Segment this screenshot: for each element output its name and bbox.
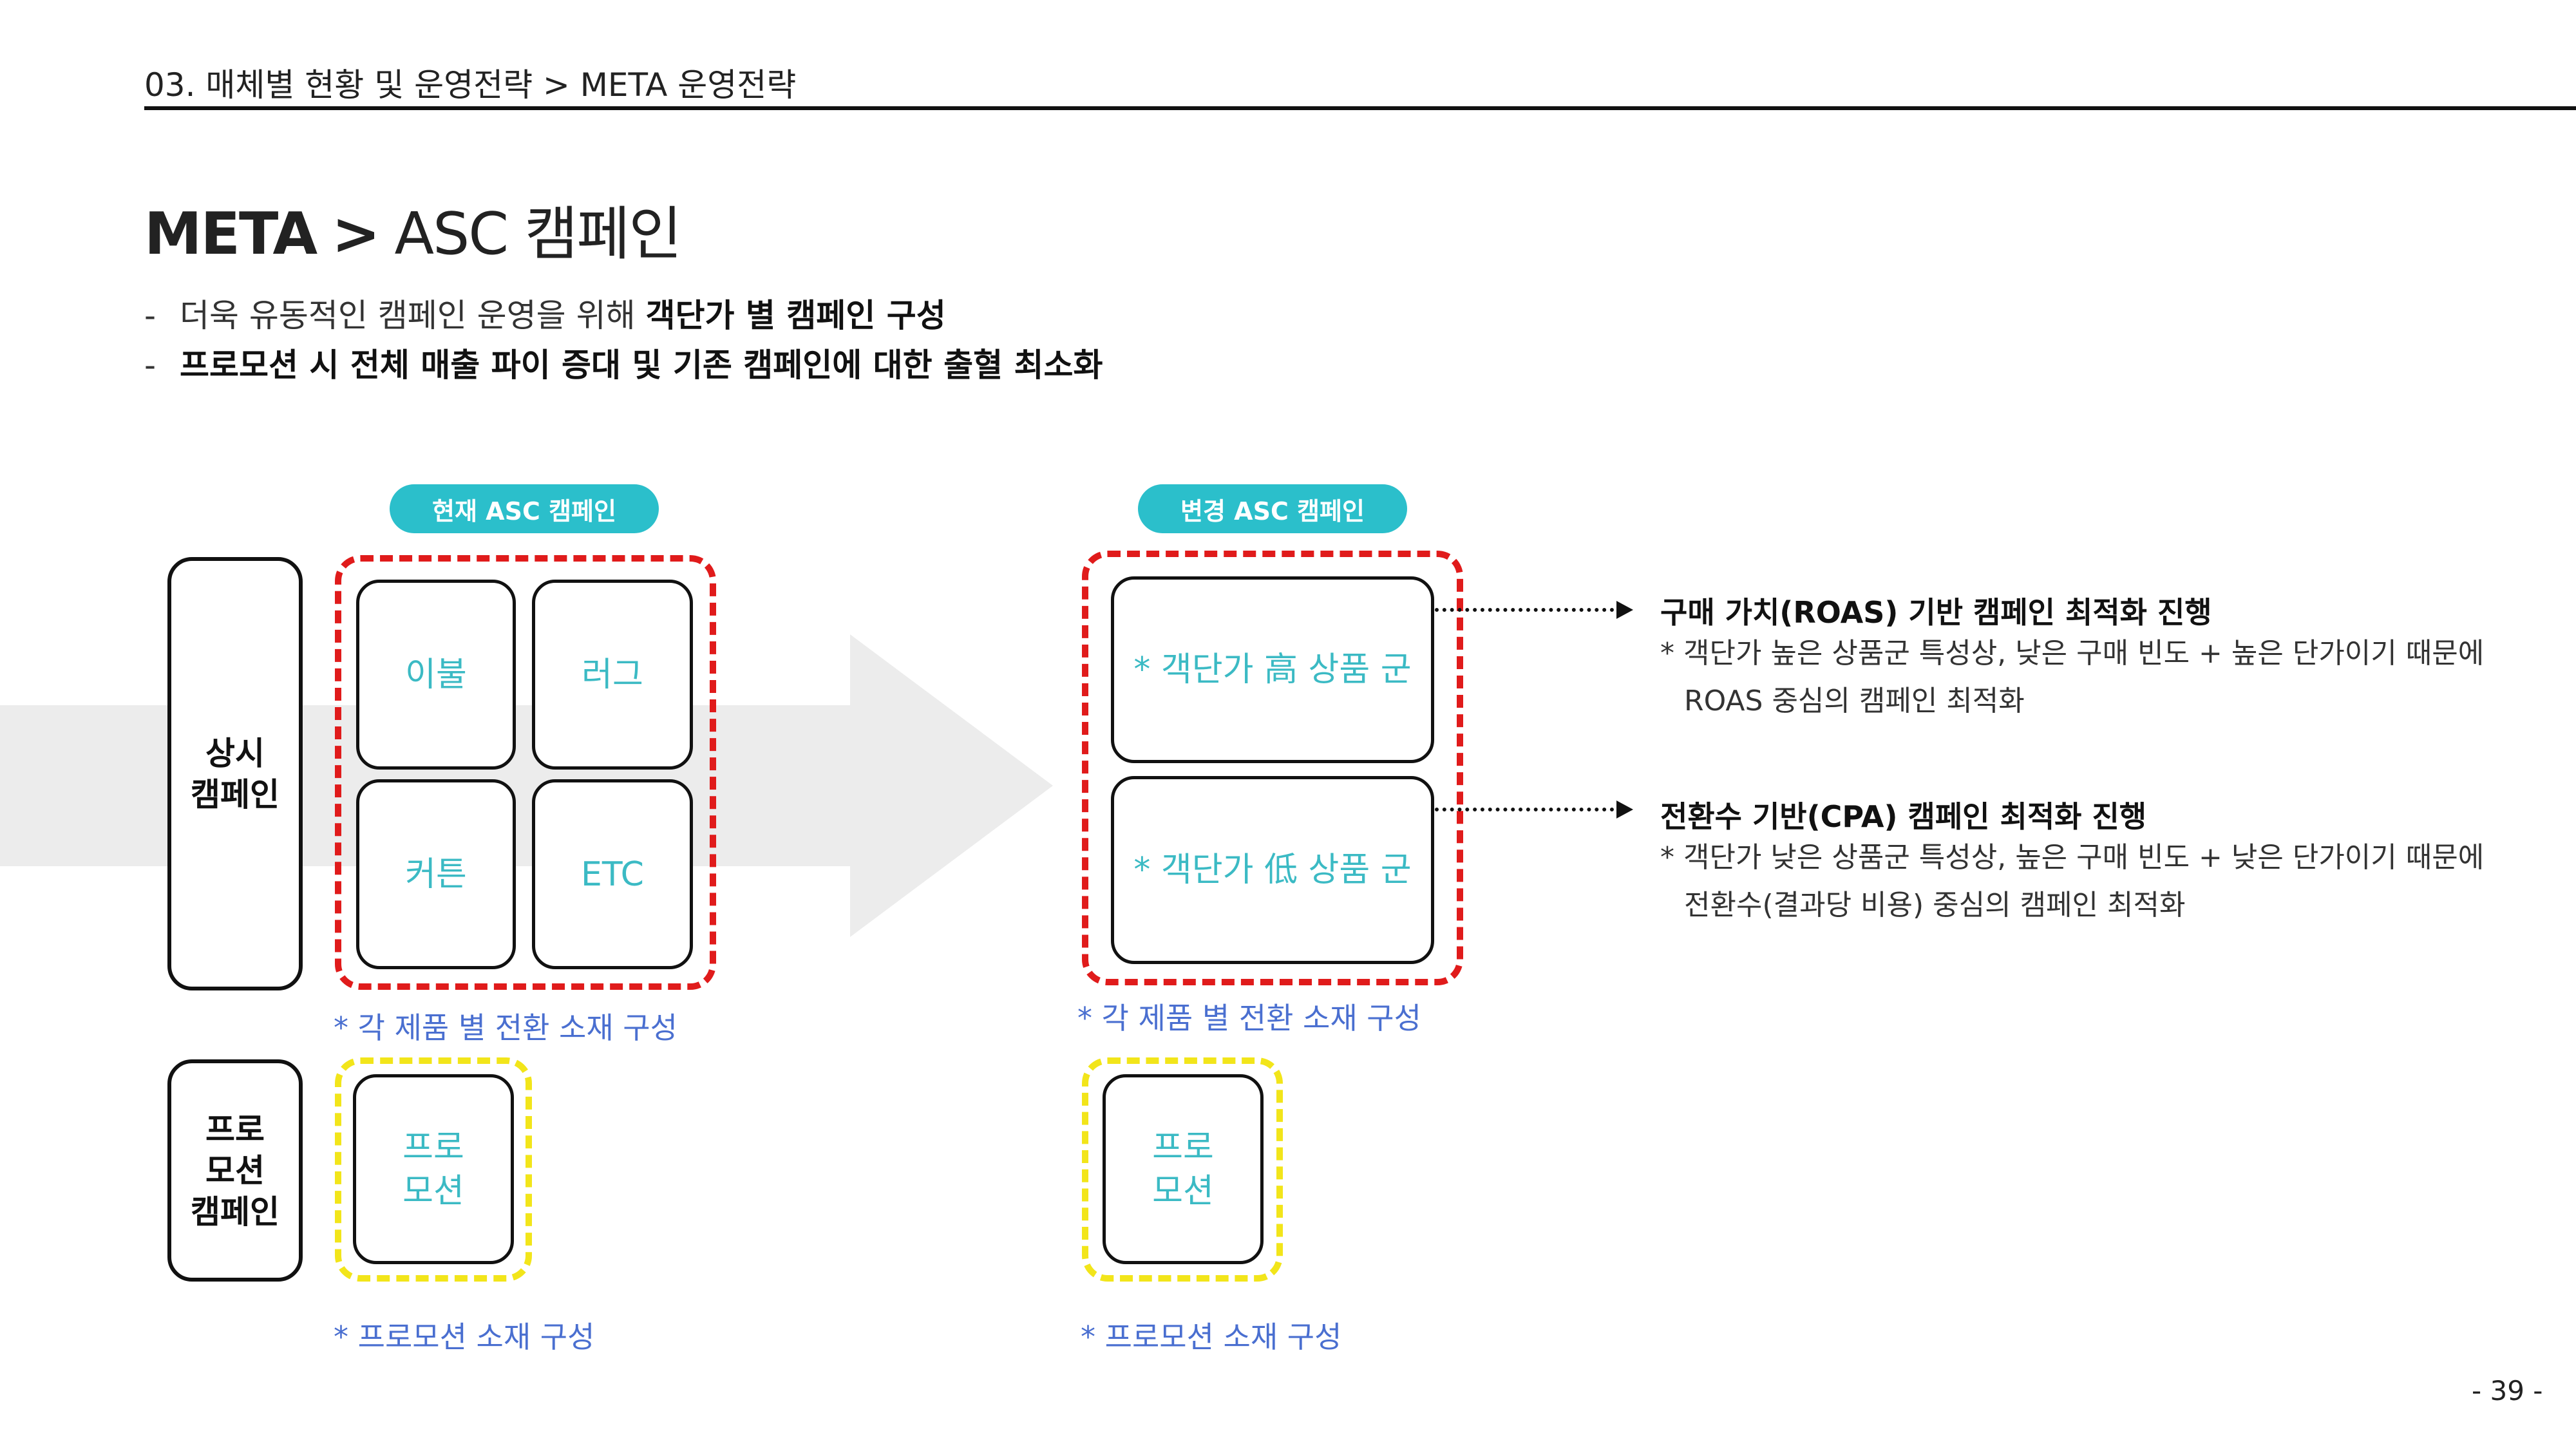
- title-separator: >: [332, 200, 380, 268]
- page-title: META>ASC 캠페인: [144, 187, 683, 270]
- row-label-promotion-campaign: 프로 모션 캠페인: [167, 1059, 303, 1282]
- changed-always-note: * 각 제품 별 전환 소재 구성: [1077, 1001, 1421, 1036]
- cpa-description-line1: * 객단가 낮은 상품군 특성상, 높은 구매 빈도 + 낮은 단가이기 때문에: [1660, 841, 2485, 874]
- current-promotion-group: [335, 1057, 532, 1282]
- current-always-note: * 각 제품 별 전환 소재 구성: [334, 1010, 677, 1045]
- arrow-right-icon: [1616, 800, 1633, 819]
- bullet-bold-text: 프로모션 시 전체 매출 파이 증대 및 기존 캠페인에 대한 출혈 최소화: [180, 346, 1103, 384]
- bullet-item-1: -더욱 유동적인 캠페인 운영을 위해 객단가 별 캠페인 구성: [144, 290, 946, 336]
- breadcrumb: 03. 매체별 현황 및 운영전략 > META 운영전략: [144, 66, 797, 104]
- title-sub: ASC 캠페인: [394, 200, 683, 268]
- header-divider: [144, 106, 2576, 110]
- connector-line-cpa: [1435, 808, 1622, 811]
- bullet-bold-text: 객단가 별 캠페인 구성: [645, 297, 946, 334]
- roas-description-line2: ROAS 중심의 캠페인 최적화: [1684, 685, 2025, 717]
- roas-description-line1: * 객단가 높은 상품군 특성상, 낮은 구매 빈도 + 높은 단가이기 때문에: [1660, 637, 2485, 670]
- cpa-description-title: 전환수 기반(CPA) 캠페인 최적화 진행: [1660, 799, 2147, 834]
- bullet-dash: -: [144, 297, 156, 334]
- current-promotion-note: * 프로모션 소재 구성: [334, 1320, 595, 1354]
- arrow-right-icon: [1616, 601, 1633, 619]
- tile-low-price-products: * 객단가 低 상품 군: [1111, 776, 1434, 964]
- tile-curtain: 커튼: [356, 779, 516, 969]
- changed-promotion-group: [1082, 1057, 1283, 1282]
- page-number: - 39 -: [2472, 1375, 2543, 1406]
- background-arrow-head: [850, 634, 1053, 937]
- tile-high-price-products: * 객단가 高 상품 군: [1111, 576, 1434, 763]
- tile-blanket: 이불: [356, 580, 516, 770]
- roas-description-title: 구매 가치(ROAS) 기반 캠페인 최적화 진행: [1660, 595, 2212, 630]
- bullet-dash: -: [144, 346, 156, 384]
- tile-rug: 러그: [532, 580, 693, 770]
- current-always-group: [335, 555, 716, 990]
- current-asc-pill: 현재 ASC 캠페인: [390, 484, 659, 533]
- row-label-always-campaign: 상시 캠페인: [167, 557, 303, 990]
- changed-always-group: [1082, 551, 1463, 985]
- changed-asc-pill: 변경 ASC 캠페인: [1138, 484, 1407, 533]
- bullet-item-2: -프로모션 시 전체 매출 파이 증대 및 기존 캠페인에 대한 출혈 최소화: [144, 339, 1103, 386]
- tile-promotion-current: 프로 모션: [353, 1074, 514, 1264]
- connector-line-roas: [1435, 608, 1622, 612]
- tile-etc: ETC: [532, 779, 693, 969]
- tile-promotion-changed: 프로 모션: [1103, 1074, 1264, 1264]
- title-main: META: [144, 200, 317, 268]
- changed-promotion-note: * 프로모션 소재 구성: [1081, 1320, 1342, 1354]
- cpa-description-line2: 전환수(결과당 비용) 중심의 캠페인 최적화: [1684, 889, 2186, 922]
- bullet-text: 더욱 유동적인 캠페인 운영을 위해: [180, 297, 646, 334]
